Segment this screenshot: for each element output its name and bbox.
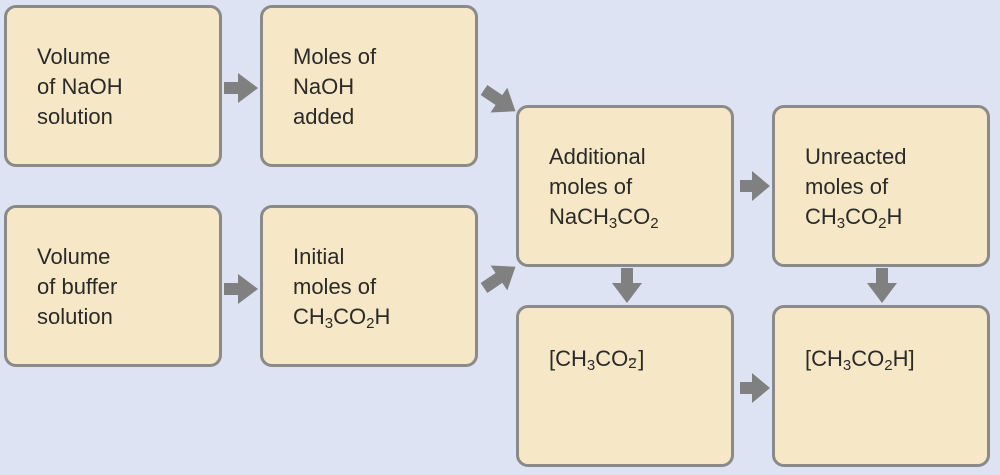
text-line: of NaOH	[37, 74, 123, 99]
text-line: Initial	[293, 244, 345, 269]
arrow-down-icon	[867, 268, 897, 303]
text-line: solution	[37, 104, 113, 129]
box-unreacted-moles: Unreacted moles of CH3CO2H	[772, 105, 990, 267]
formula-nach3co2: NaCH3CO2	[549, 204, 659, 232]
text-line: solution	[37, 304, 113, 329]
text-line: Moles of	[293, 44, 377, 69]
text-line: Additional	[549, 144, 646, 169]
arrow-right-icon	[224, 274, 258, 304]
arrow-diagonal-down-icon	[480, 85, 516, 113]
text-line: added	[293, 104, 355, 129]
text-line: moles of	[293, 274, 377, 299]
box-acid-concentration: [CH3CO2H]	[772, 305, 990, 467]
text-line: moles of	[549, 174, 633, 199]
formula-ch3co2h: CH3CO2H	[805, 204, 903, 232]
box-naoh-moles: Moles of NaOH added	[260, 5, 478, 167]
text-line: Volume	[37, 244, 111, 269]
box-additional-moles: Additional moles of NaCH3CO2	[516, 105, 734, 267]
arrow-right-icon	[740, 373, 770, 403]
formula-acid-concentration: [CH3CO2H]	[805, 346, 915, 374]
text-line: NaOH	[293, 74, 355, 99]
text-line: moles of	[805, 174, 889, 199]
text-line: Volume	[37, 44, 111, 69]
formula-ch3co2h: CH3CO2H	[293, 304, 391, 332]
arrow-right-icon	[740, 171, 770, 201]
text-line: of buffer	[37, 274, 118, 299]
arrow-down-icon	[612, 268, 642, 303]
box-initial-moles: Initial moles of CH3CO2H	[260, 205, 478, 367]
box-naoh-volume: Volume of NaOH solution	[4, 5, 222, 167]
arrow-right-icon	[224, 73, 258, 103]
text-line: Unreacted	[805, 144, 907, 169]
arrow-diagonal-up-icon	[480, 265, 516, 293]
box-buffer-volume: Volume of buffer solution	[4, 205, 222, 367]
